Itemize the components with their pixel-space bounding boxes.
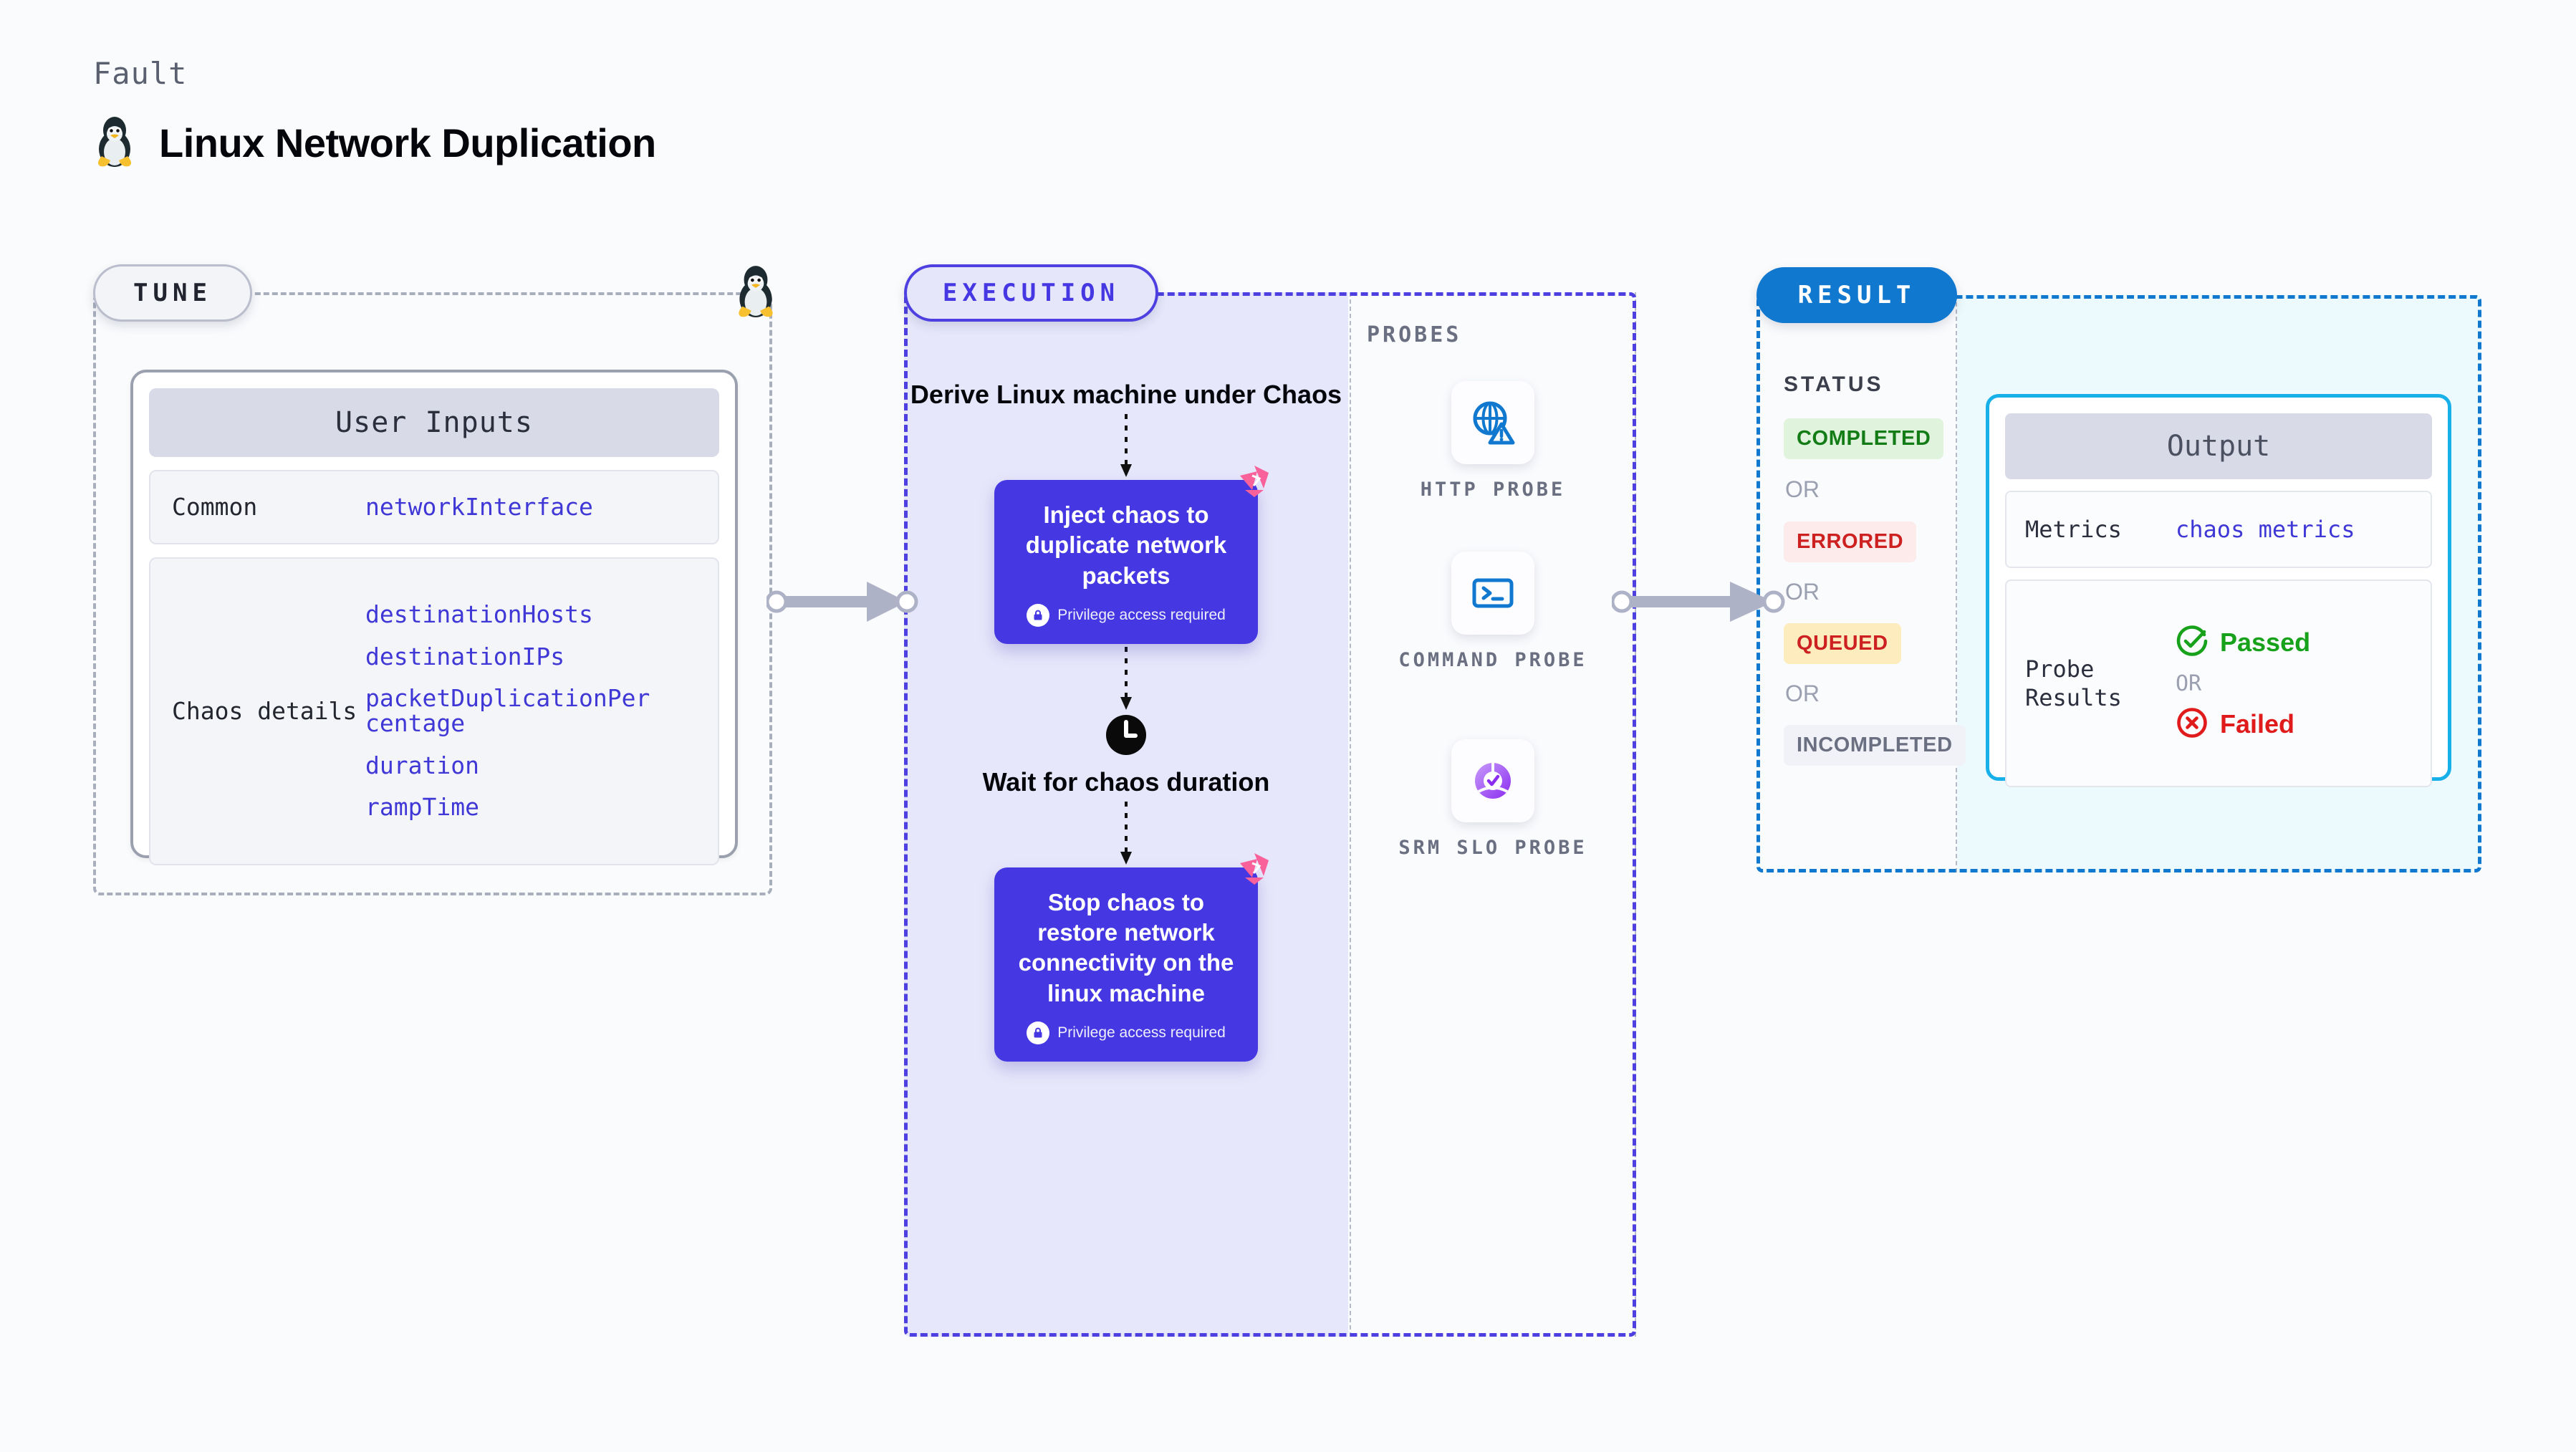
status-or: OR: [1785, 476, 1820, 502]
linux-penguin-icon: [734, 264, 778, 322]
terminal-icon: [1451, 552, 1534, 635]
execution-step-derive: Derive Linux machine under Chaos: [910, 380, 1342, 409]
clock-icon: [904, 713, 1348, 757]
privilege-note-text: Privilege access required: [1057, 606, 1226, 623]
user-inputs-title: User Inputs: [149, 388, 719, 457]
probe-command[interactable]: COMMAND PROBE: [1350, 552, 1636, 673]
user-inputs-card: User Inputs Common networkInterface Chao…: [130, 370, 738, 865]
tune-row-label: Common: [172, 492, 258, 521]
output-row-metrics: Metrics chaos metrics: [2005, 491, 2432, 568]
privilege-note: Privilege access required: [1013, 1021, 1239, 1044]
check-circle-icon: [2176, 625, 2209, 661]
probe-result-passed: Passed: [2176, 625, 2310, 661]
execution-step-wait: Wait for chaos duration: [982, 766, 1270, 797]
lock-icon: [1027, 1021, 1050, 1044]
status-label: STATUS: [1784, 372, 1884, 396]
probes-label: PROBES: [1367, 322, 1462, 347]
tune-row-chaos-details: Chaos details destinationHosts destinati…: [149, 557, 719, 865]
slo-donut-check-icon: [1451, 739, 1534, 822]
execution-pill-label: EXECUTION: [904, 264, 1158, 322]
tune-value[interactable]: packetDuplicationPercentage: [365, 684, 650, 737]
tune-value[interactable]: destinationIPs: [365, 642, 565, 670]
page-eyebrow: Fault: [93, 56, 188, 91]
output-row-label: Metrics: [2025, 516, 2122, 543]
probe-http[interactable]: HTTP PROBE: [1350, 381, 1636, 503]
probe-result-failed-label: Failed: [2220, 709, 2295, 739]
tune-pill-label: TUNE: [93, 264, 252, 322]
tune-row-values: networkInterface: [365, 492, 593, 521]
privilege-note-text: Privilege access required: [1057, 1024, 1226, 1041]
output-metrics-value[interactable]: chaos metrics: [2176, 516, 2355, 543]
linux-penguin-icon: [93, 115, 136, 171]
tune-row-label: Chaos details: [172, 696, 357, 725]
status-badge-queued: QUEUED: [1784, 623, 1901, 664]
output-title: Output: [2005, 413, 2432, 479]
result-pill-label: RESULT: [1756, 267, 1957, 323]
execution-card-inject[interactable]: Inject chaos to duplicate network packet…: [994, 466, 1269, 644]
probe-result-or: OR: [2176, 670, 2202, 696]
status-badge-incompleted: INCOMPLETED: [1784, 725, 1966, 766]
lock-icon: [1027, 603, 1050, 627]
probe-label: HTTP PROBE: [1420, 479, 1566, 501]
probe-result-failed: Failed: [2176, 706, 2310, 743]
execution-card-text: Stop chaos to restore network connectivi…: [1018, 888, 1234, 1006]
status-badge-errored: ERRORED: [1784, 521, 1917, 562]
execution-flow: Derive Linux machine under Chaos Inject …: [904, 292, 1348, 1062]
flow-arrow-down: [904, 411, 1348, 480]
tune-value[interactable]: destinationHosts: [365, 600, 593, 629]
connector-tune-to-execution: [766, 566, 924, 638]
tune-value[interactable]: networkInterface: [365, 492, 593, 521]
probe-result-passed-label: Passed: [2220, 628, 2311, 657]
status-or: OR: [1785, 579, 1820, 605]
output-row-label: Probe Results: [2025, 655, 2122, 711]
page-title: Linux Network Duplication: [159, 120, 656, 165]
execution-section: [904, 292, 1636, 1337]
execution-card-stop[interactable]: Stop chaos to restore network connectivi…: [994, 852, 1269, 1062]
result-status-column: [1756, 295, 1957, 872]
litmus-logo-icon: [1235, 461, 1274, 504]
execution-card-text: Inject chaos to duplicate network packet…: [1025, 501, 1227, 589]
result-section: [1756, 295, 2481, 872]
tune-row-common: Common networkInterface: [149, 470, 719, 544]
tune-row-values: destinationHosts destinationIPs packetDu…: [365, 602, 652, 820]
page-title-row: Linux Network Duplication: [93, 115, 656, 171]
privilege-note: Privilege access required: [1013, 603, 1239, 627]
litmus-logo-icon: [1235, 849, 1274, 891]
flow-arrow-down: [904, 799, 1348, 867]
probe-label: COMMAND PROBE: [1398, 649, 1587, 671]
tune-value[interactable]: rampTime: [365, 793, 479, 822]
globe-warning-icon: [1451, 381, 1534, 464]
tune-value[interactable]: duration: [365, 751, 479, 779]
probe-results-list: Passed OR Failed: [2176, 625, 2310, 743]
tune-section: User Inputs Common networkInterface Chao…: [93, 292, 772, 895]
x-circle-icon: [2176, 706, 2209, 743]
connector-execution-to-result: [1612, 566, 1791, 638]
probe-srm-slo[interactable]: SRM SLO PROBE: [1350, 739, 1636, 861]
flow-arrow-down: [904, 644, 1348, 713]
probe-label: SRM SLO PROBE: [1398, 837, 1587, 859]
output-card: Output Metrics chaos metrics Probe Resul…: [1986, 394, 2451, 787]
status-badge-completed: COMPLETED: [1784, 418, 1944, 459]
output-row-probe-results: Probe Results Passed OR: [2005, 580, 2432, 787]
status-or: OR: [1785, 681, 1820, 706]
